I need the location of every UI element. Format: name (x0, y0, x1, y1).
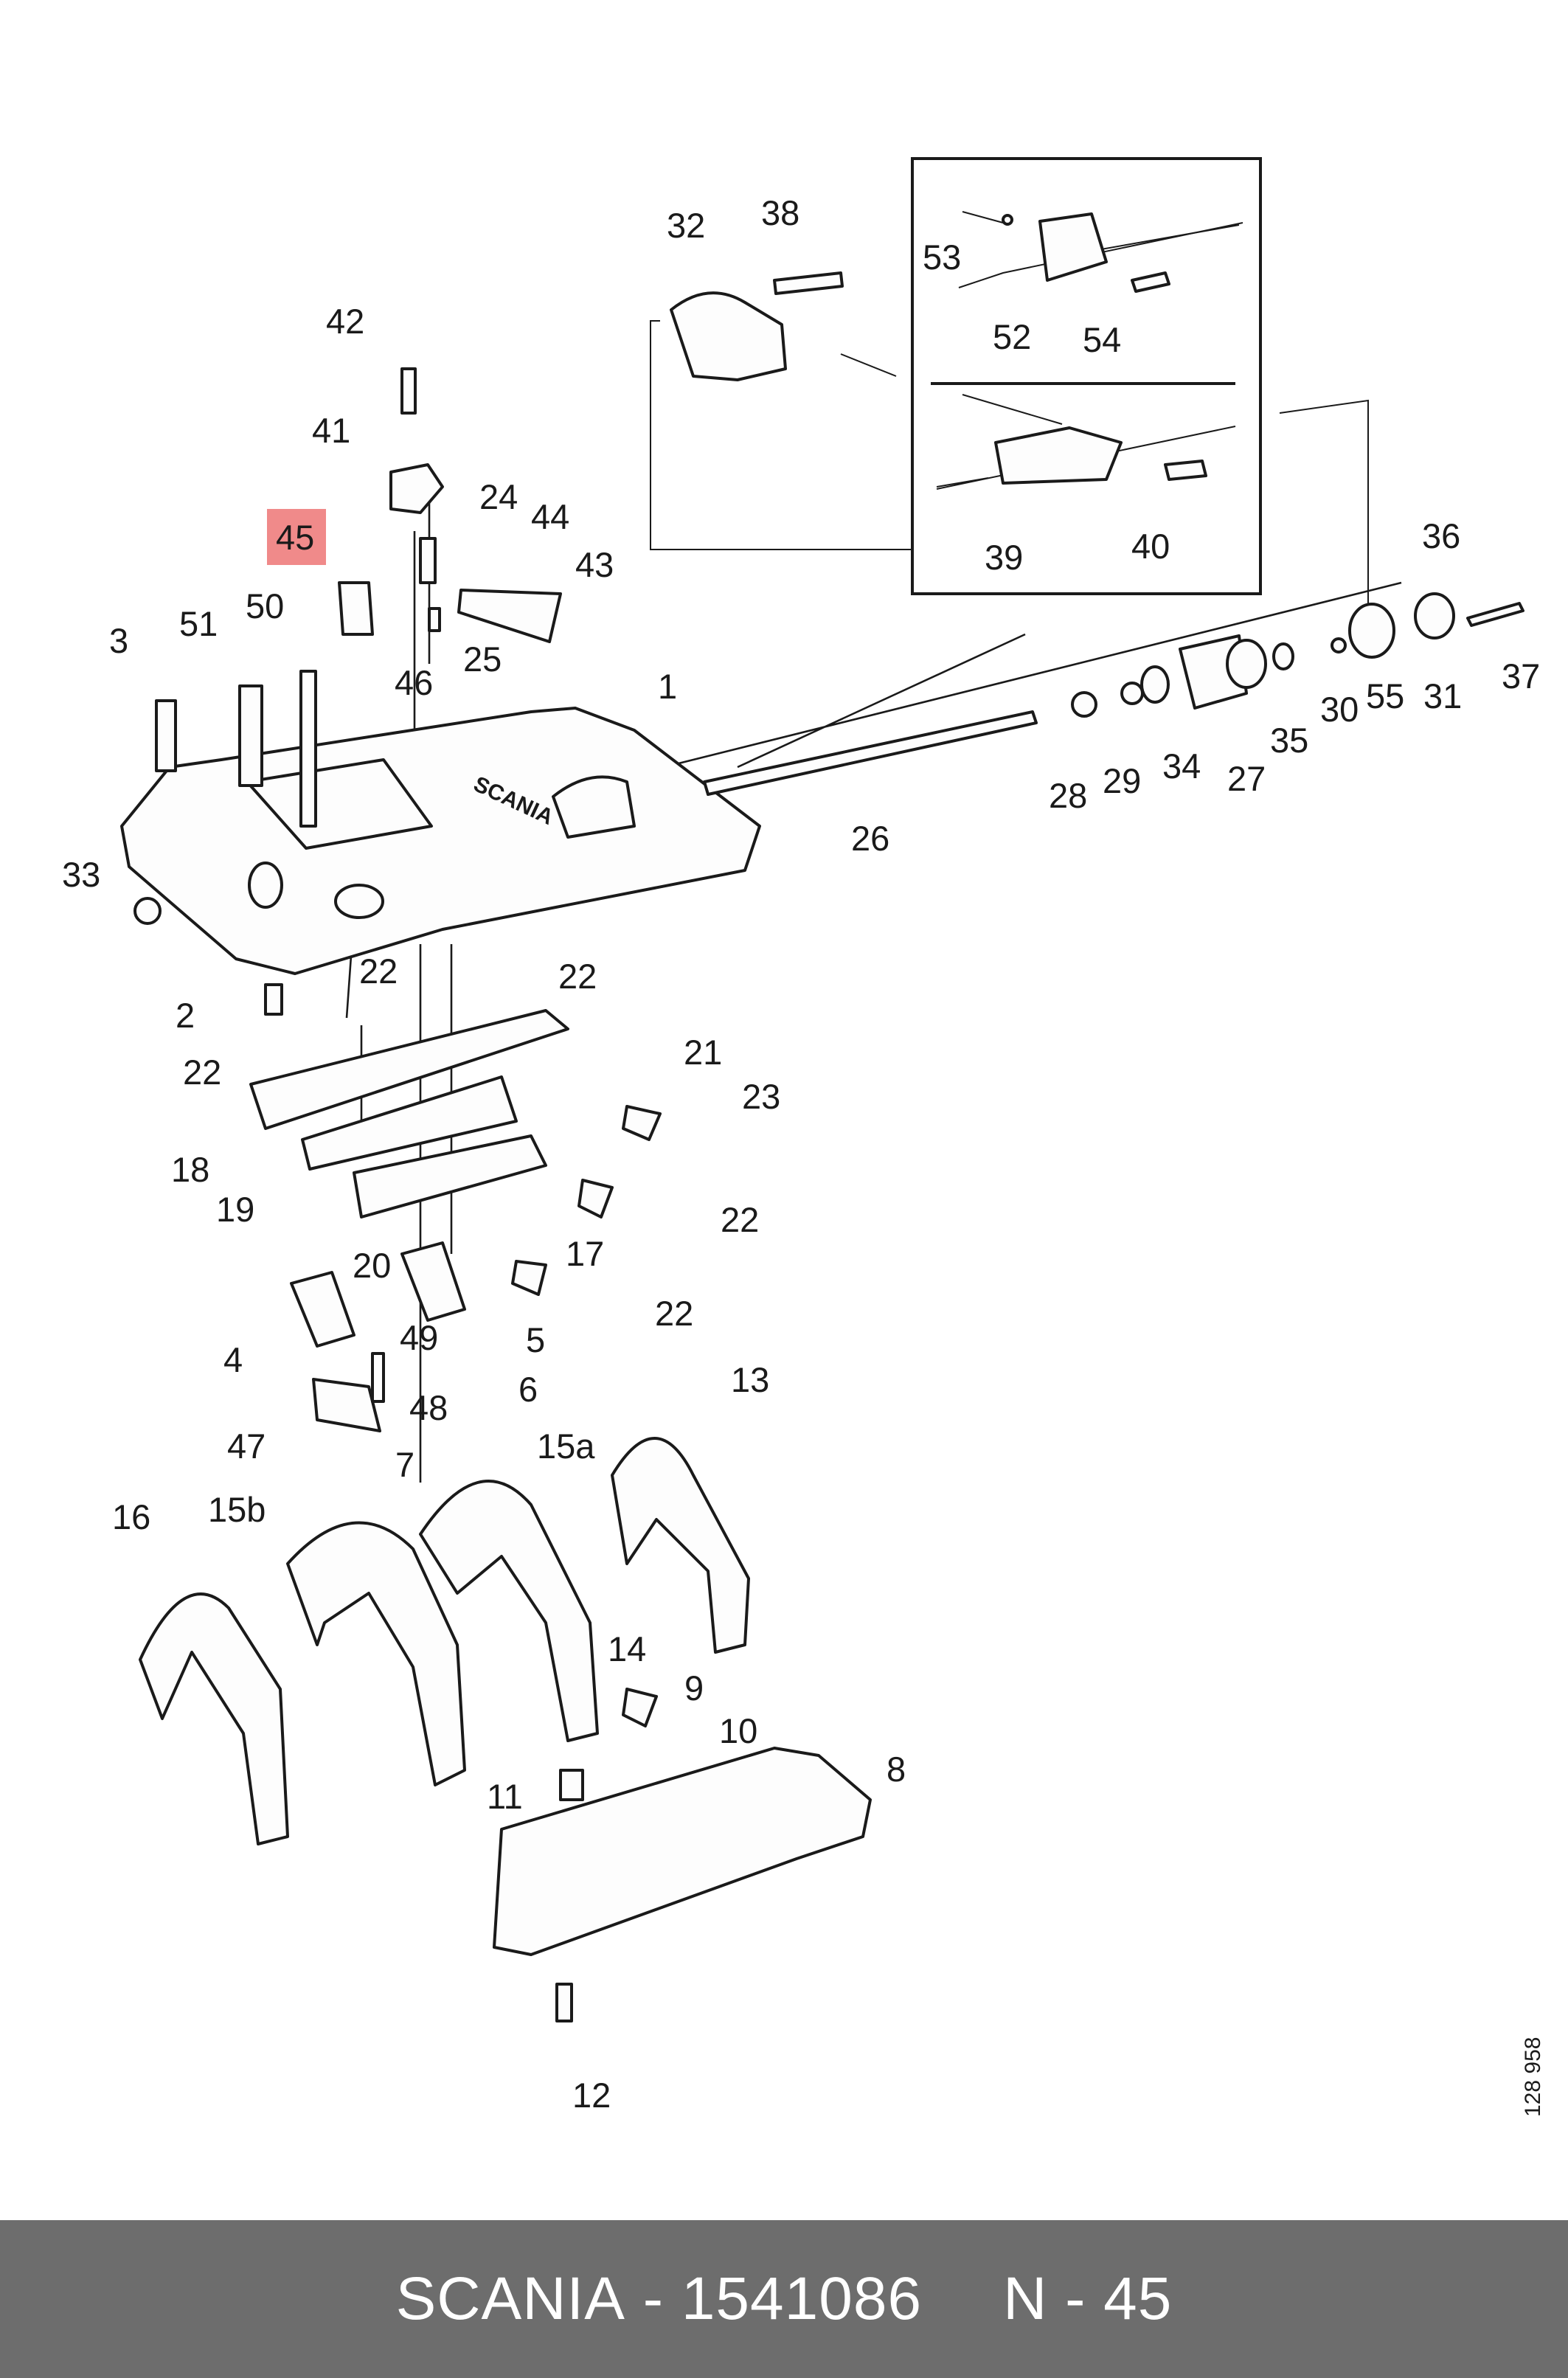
label-9: 9 (684, 1668, 704, 1708)
label-22b: 22 (558, 957, 597, 996)
label-19: 19 (216, 1190, 254, 1229)
label-24: 24 (479, 477, 518, 516)
label-32: 32 (667, 206, 705, 245)
label-53: 53 (923, 238, 961, 277)
label-7: 7 (395, 1445, 414, 1484)
label-30: 30 (1320, 690, 1359, 729)
label-3: 3 (109, 621, 128, 660)
label-22e: 22 (655, 1294, 693, 1333)
label-46: 46 (395, 663, 433, 702)
label-26: 26 (851, 819, 889, 858)
label-5: 5 (526, 1320, 545, 1359)
label-22d: 22 (721, 1200, 759, 1239)
label-12: 12 (572, 2076, 611, 2115)
footer-position: N - 45 (1003, 2265, 1173, 2332)
label-52: 52 (993, 317, 1031, 356)
label-38: 38 (761, 193, 799, 232)
label-41: 41 (312, 411, 350, 450)
highlight-box (267, 509, 326, 565)
label-49: 49 (400, 1318, 438, 1357)
label-25: 25 (463, 639, 502, 679)
label-16: 16 (112, 1497, 150, 1536)
label-27: 27 (1227, 759, 1266, 798)
drawing-reference-number: 128 958 (1521, 2036, 1545, 2117)
label-4: 4 (223, 1340, 243, 1379)
label-29: 29 (1103, 761, 1141, 800)
part-shapes: SCANIA (120, 212, 1524, 2022)
label-22a: 22 (359, 951, 398, 991)
label-6: 6 (518, 1370, 538, 1409)
label-18: 18 (171, 1150, 209, 1189)
label-36: 36 (1422, 516, 1460, 555)
label-17: 17 (566, 1234, 604, 1273)
label-44: 44 (531, 497, 569, 536)
label-55: 55 (1366, 676, 1404, 715)
label-23: 23 (742, 1077, 780, 1116)
label-21: 21 (684, 1033, 722, 1072)
label-35: 35 (1270, 721, 1308, 760)
label-39: 39 (985, 538, 1023, 577)
label-10: 10 (719, 1711, 757, 1750)
label-11: 11 (487, 1777, 523, 1816)
label-54: 54 (1083, 320, 1121, 359)
label-15b: 15b (208, 1490, 266, 1529)
footer-part-number: 1541086 (681, 2265, 923, 2332)
footer-separator: - (642, 2265, 665, 2332)
footer-bar: SCANIA - 1541086 N - 45 (0, 2220, 1568, 2378)
label-48: 48 (409, 1388, 448, 1427)
callout-labels: 1 2 3 4 5 6 7 8 9 10 11 12 13 14 15a 15b… (62, 193, 1540, 2115)
label-43: 43 (575, 545, 614, 584)
label-51: 51 (179, 604, 218, 643)
label-22c: 22 (183, 1053, 221, 1092)
label-31: 31 (1423, 676, 1462, 715)
label-42: 42 (326, 302, 364, 341)
label-8: 8 (887, 1750, 906, 1789)
label-14: 14 (608, 1629, 646, 1668)
label-1: 1 (658, 667, 677, 706)
exploded-parts-diagram: SCANIA (62, 157, 1540, 2115)
label-47: 47 (227, 1427, 266, 1466)
label-15a: 15a (537, 1427, 595, 1466)
label-20: 20 (353, 1246, 391, 1285)
label-33: 33 (62, 855, 100, 894)
label-37: 37 (1502, 656, 1540, 696)
inset-box (911, 157, 1262, 595)
label-28: 28 (1049, 776, 1087, 815)
label-2: 2 (176, 996, 195, 1035)
label-50: 50 (246, 586, 284, 625)
footer-brand: SCANIA (395, 2265, 625, 2332)
label-40: 40 (1131, 527, 1170, 566)
label-45: 45 (276, 518, 314, 557)
label-13: 13 (731, 1360, 769, 1399)
label-34: 34 (1162, 746, 1201, 786)
